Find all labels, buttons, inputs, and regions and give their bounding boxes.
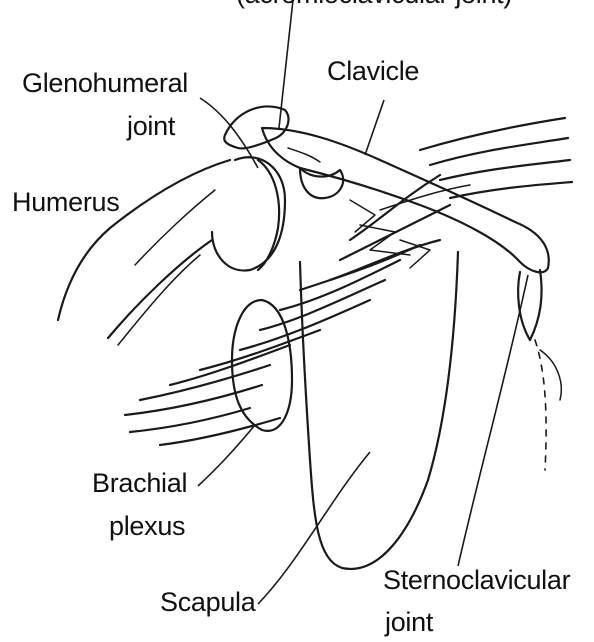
scapula-label: Scapula [160,586,255,618]
glenoid [258,160,279,270]
acromioclavicular-leader [279,0,293,128]
glenohumeral-label-line2: joint [127,110,175,142]
humerus-head [212,157,285,270]
nerve-bundle [125,118,572,445]
sternoclavicular-label-line1: Sternoclavicular [383,564,570,596]
acromioclavicular-label: (acromioclavicular joint) [236,0,512,10]
glenohumeral-label-line1: Glenohumeral [22,67,188,99]
brachial-plexus-label-line1: Brachial [92,467,187,499]
chest-wall-dashed [535,340,546,470]
scapula-leader [258,452,370,604]
sternoclavicular-label-line2: joint [385,606,433,638]
brachial-plexus-leader [198,425,255,486]
scapula-outline [300,252,458,569]
clavicle-leader [365,100,384,155]
humerus-label: Humerus [12,186,119,218]
humerus-shaft [58,160,230,320]
brachial-plexus-label-line2: plexus [109,510,185,542]
sternoclavicular-leader [458,275,528,566]
clavicle-label: Clavicle [327,55,419,87]
humerus-shaft-lower [108,240,212,338]
